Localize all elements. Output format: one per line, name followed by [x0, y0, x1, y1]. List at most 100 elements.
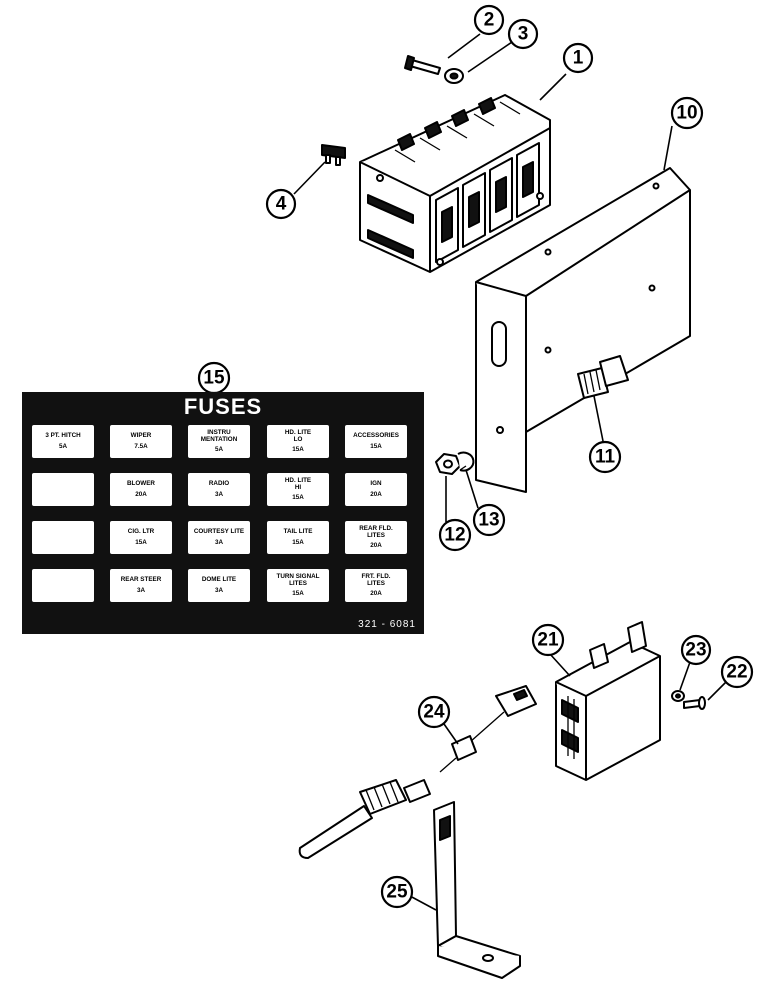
- callout-24: 24: [417, 695, 451, 729]
- fuse-cell-amperage: 3A: [136, 586, 146, 594]
- fuse-cell-amperage: 15A: [292, 494, 304, 502]
- fuse-cell-amperage: 3A: [214, 586, 224, 594]
- svg-text:24: 24: [423, 702, 445, 723]
- fuse-cell: INSTRU MENTATION 5A: [188, 425, 250, 458]
- callout-11: 11: [588, 440, 622, 474]
- fuse-cell: CIG. LTR 15A: [110, 521, 172, 554]
- svg-text:11: 11: [595, 447, 616, 468]
- fuse-cell-amperage: 20A: [370, 490, 382, 498]
- decal-part-number: 321 - 6081: [358, 619, 416, 630]
- callout-12: 12: [438, 518, 472, 552]
- nut-12: [435, 453, 461, 475]
- fuse-cell-label: IGN: [370, 480, 382, 488]
- fuse-cell-label: CIG. LTR: [127, 528, 155, 536]
- fuse-cell: IGN 20A: [345, 473, 407, 506]
- svg-text:10: 10: [676, 103, 697, 124]
- lockwasher-13: [457, 451, 475, 472]
- fuse-cell: FRT. FLD. LITES 20A: [345, 569, 407, 602]
- fuse-cell: HD. LITE HI 15A: [267, 473, 329, 506]
- fuse-cell-amperage: 3A: [214, 538, 224, 546]
- fuse-cell: DOME LITE 3A: [188, 569, 250, 602]
- fuse-cell: ACCESSORIES 15A: [345, 425, 407, 458]
- fuse-cell: [32, 569, 94, 602]
- callout-23: 23: [680, 634, 712, 666]
- harness-24: [439, 685, 537, 773]
- callout-25: 25: [380, 875, 414, 909]
- fuse-cell-label: TAIL LITE: [283, 528, 313, 536]
- callout-4: 4: [265, 188, 297, 220]
- svg-text:25: 25: [386, 882, 408, 903]
- svg-text:21: 21: [537, 630, 559, 651]
- svg-text:15: 15: [203, 368, 225, 389]
- svg-text:1: 1: [573, 48, 584, 69]
- fuse-cell-label: HD. LITE LO: [284, 428, 312, 443]
- fuse-cell: BLOWER 20A: [110, 473, 172, 506]
- svg-text:2: 2: [484, 10, 495, 31]
- washer-23: [671, 690, 685, 702]
- callout-22: 22: [720, 655, 754, 689]
- fuse-cell-label: BLOWER: [127, 480, 155, 488]
- fuse-cell-label: TURN SIGNAL LITES: [276, 572, 320, 587]
- svg-text:22: 22: [726, 662, 747, 683]
- fuse-cell-label: REAR FLD. LITES: [359, 524, 393, 539]
- fuse-block: [359, 94, 551, 273]
- fuse-cell-label: HD. LITE HI: [284, 476, 312, 491]
- callout-21: 21: [531, 623, 565, 657]
- fuse-cell: HD. LITE LO 15A: [267, 425, 329, 458]
- fuse-cell-label: WIPER: [130, 432, 152, 440]
- bracket-25: [433, 801, 521, 979]
- fuse-cell-amperage: 15A: [370, 442, 382, 450]
- fuse-cell: COURTESY LITE 3A: [188, 521, 250, 554]
- bracket-10: [475, 167, 691, 493]
- callout-13: 13: [472, 503, 506, 537]
- fuse-cell-label: FRT. FLD. LITES: [361, 572, 391, 587]
- fuse-cell-amperage: 3A: [214, 490, 224, 498]
- fuse-cell-label: INSTRU MENTATION: [200, 428, 238, 443]
- fuse-cell-amperage: 15A: [292, 446, 304, 454]
- fuse-cell: RADIO 3A: [188, 473, 250, 506]
- fuse-cell: WIPER 7.5A: [110, 425, 172, 458]
- bolt-2: [404, 55, 441, 75]
- fuse-cell-label: DOME LITE: [201, 576, 237, 584]
- sensor: [298, 779, 431, 859]
- screw-22: [683, 696, 706, 710]
- callout-15: 15: [197, 361, 231, 395]
- fuse-cell-amperage: 20A: [370, 542, 382, 550]
- fuse-cell-label: COURTESY LITE: [193, 528, 245, 536]
- fuse-cell: REAR STEER 3A: [110, 569, 172, 602]
- fuse-cell-label: REAR STEER: [120, 576, 162, 584]
- fuse-4: [321, 144, 346, 166]
- fuse-cell-label: RADIO: [208, 480, 230, 488]
- fuse-cell-amperage: 5A: [58, 442, 68, 450]
- fuse-cell-amperage: 5A: [214, 446, 224, 454]
- decal-title: FUSES: [183, 394, 263, 419]
- callout-1: 1: [562, 42, 594, 74]
- fuse-cell: [32, 521, 94, 554]
- svg-text:12: 12: [444, 525, 465, 546]
- fuse-cell-label: ACCESSORIES: [353, 432, 399, 440]
- callout-10: 10: [670, 96, 704, 130]
- fuse-cell-amperage: 15A: [292, 538, 304, 546]
- fuse-cell: TAIL LITE 15A: [267, 521, 329, 554]
- module-21: [555, 621, 661, 781]
- fuse-cell: [32, 473, 94, 506]
- svg-text:13: 13: [478, 510, 499, 531]
- svg-text:23: 23: [685, 640, 706, 661]
- callout-3: 3: [507, 18, 539, 50]
- fuse-cell-amperage: 20A: [370, 590, 382, 598]
- fuse-cell-amperage: 7.5A: [134, 442, 148, 450]
- svg-text:3: 3: [518, 24, 529, 45]
- leader-lines: [213, 33, 727, 911]
- fuse-cell: TURN SIGNAL LITES 15A: [267, 569, 329, 602]
- fuse-cell-amperage: 20A: [135, 490, 147, 498]
- fuse-cell-amperage: 15A: [292, 590, 304, 598]
- callout-2: 2: [473, 4, 505, 36]
- fuse-cell-amperage: 15A: [135, 538, 147, 546]
- fuse-cell: REAR FLD. LITES 20A: [345, 521, 407, 554]
- svg-text:4: 4: [276, 194, 287, 215]
- bolt-11: [577, 355, 629, 399]
- washer-3: [444, 68, 464, 84]
